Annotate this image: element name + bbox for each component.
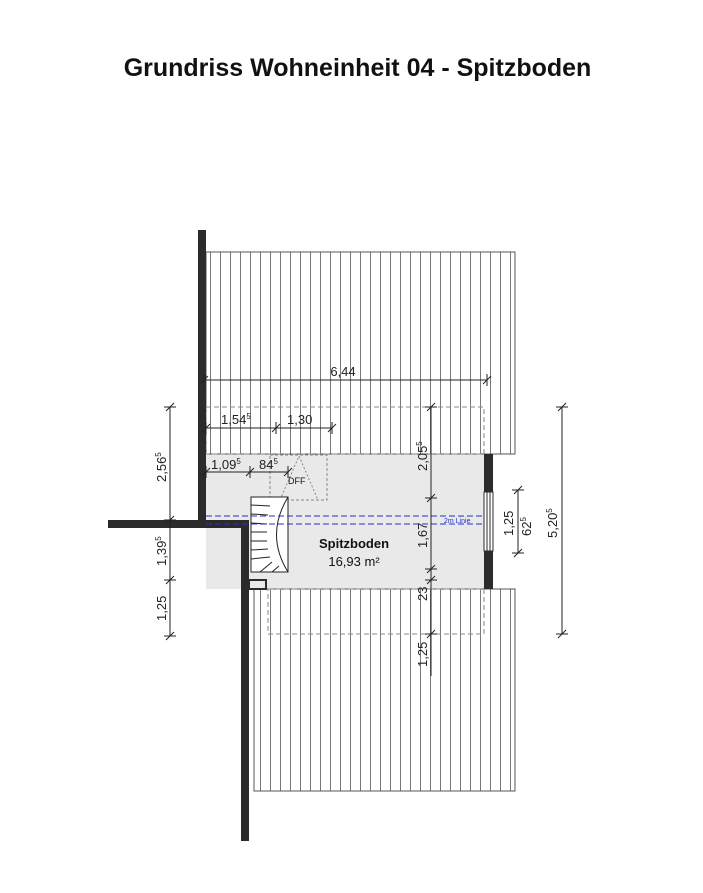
room-name: Spitzboden xyxy=(319,536,389,551)
dim-chain-center xyxy=(425,402,437,676)
window-right xyxy=(483,491,494,552)
dim-center-small: 23 xyxy=(415,587,430,601)
dim-chain-lower xyxy=(201,466,293,478)
skylight-outline xyxy=(269,454,328,501)
dim-right-a: 1,25 xyxy=(501,511,516,536)
dim-left-mid: 1,395 xyxy=(154,536,169,566)
wall-right-top xyxy=(484,454,493,492)
dim-chain-upper xyxy=(201,422,337,434)
wall-lower-vertical xyxy=(241,520,249,841)
line-2m-label: 2m Linie xyxy=(444,518,471,525)
dim-center-top: 2,055 xyxy=(415,441,430,471)
dim-width-b: 1,30 xyxy=(287,412,312,427)
dim-width-d: 845 xyxy=(259,457,278,472)
page-title: Grundriss Wohneinheit 04 - Spitzboden xyxy=(123,54,592,82)
dim-right-overall-text: 5,205 xyxy=(545,508,560,538)
wall-left-vertical xyxy=(198,230,206,528)
dashed-outline-lower xyxy=(267,588,485,635)
dim-right-overall xyxy=(556,402,568,639)
dim-left-top: 2,565 xyxy=(154,452,169,482)
roof-surface-bottom xyxy=(253,588,516,792)
wall-right-bottom xyxy=(484,551,493,589)
dim-center-mid: 1,67 xyxy=(415,523,430,548)
dim-chain-window xyxy=(512,485,524,558)
dim-chain-left xyxy=(164,402,176,641)
dim-center-bot: 1,25 xyxy=(415,642,430,667)
dim-right-b: 625 xyxy=(519,517,534,536)
wall-horizontal xyxy=(108,520,249,528)
dim-left-bot: 1,25 xyxy=(154,596,169,621)
room-area: 16,93 m² xyxy=(328,554,380,569)
dim-overall-width-text: 6,44 xyxy=(330,364,355,379)
dim-width-c: 1,095 xyxy=(211,457,241,472)
staircase xyxy=(250,496,289,573)
wall-stub xyxy=(248,579,267,590)
skylight-label: DFF xyxy=(288,476,306,486)
roof-surface-top xyxy=(205,251,516,455)
dim-overall-width xyxy=(199,374,492,386)
dim-width-a: 1,545 xyxy=(221,412,251,427)
